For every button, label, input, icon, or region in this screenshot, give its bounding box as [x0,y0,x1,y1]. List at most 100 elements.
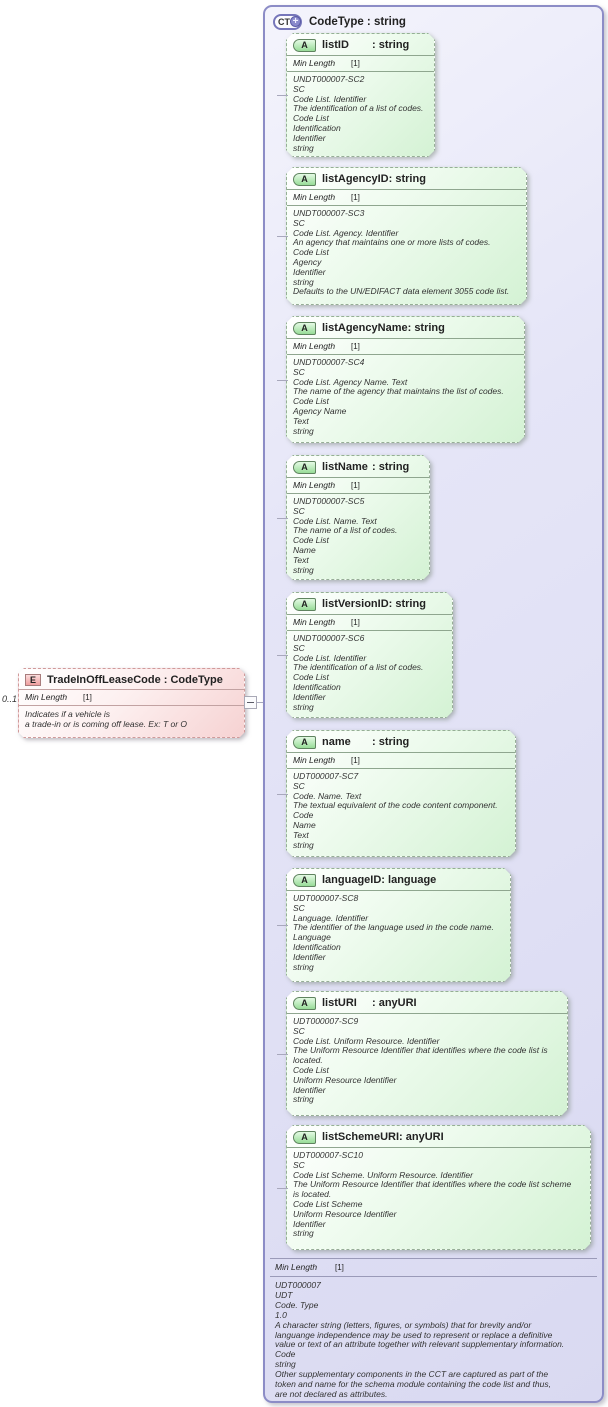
annotation-line: string [293,276,314,287]
annotation-line: Identifier [293,951,326,962]
annotation-line: Identification [293,122,341,133]
attribute-icon: A [293,322,316,335]
attribute-type: : language [381,874,437,886]
attribute-type: : string [372,39,410,51]
connector-stub [277,236,288,237]
annotation-line: Code [275,1349,296,1360]
attribute-name: name [322,736,351,748]
attribute-facet-row: Min Length [1] [287,615,452,631]
connector-stub [277,655,288,656]
annotation-line: Other supplementary components in the CC… [275,1369,549,1380]
annotation-line: located. [293,1055,323,1066]
annotation-line: Code List. Agency Name. Text [293,376,408,387]
attribute-box: A listID : string Min Length [1] UNDT000… [286,33,435,157]
attribute-node-listAgencyName[interactable]: A listAgencyName : string Min Length [1]… [286,316,525,443]
annotation-line: UDT000007-SC8 [293,893,359,903]
attribute-header: A name : string [287,731,515,753]
annotation-line: string [293,564,314,575]
annotation-line: Identification [293,941,341,952]
annotation-line: value or text of an attribute together w… [275,1339,565,1350]
attribute-header: A listURI : anyURI [287,992,567,1014]
annotation-line: string [275,1359,296,1370]
attribute-header: A listName : string [287,456,429,478]
attribute-facet-row: Min Length [1] [287,190,526,206]
annotation-line: Code. Name. Text [293,790,362,801]
attribute-node-listID[interactable]: A listID : string Min Length [1] UNDT000… [286,33,435,157]
element-node-tradeinoffleasecode[interactable]: E TradeInOffLeaseCode : CodeType Min Len… [18,668,245,738]
annotation-line: Name [293,819,316,830]
annotation-line: Agency Name [293,405,347,416]
annotation-line: UDT000007-SC7 [293,771,359,781]
annotation-line: Text [293,415,309,426]
annotation-line: Code List [293,247,329,258]
facet-value: [1] [83,693,92,702]
attribute-node-name[interactable]: A name : string Min Length [1] UDT000007… [286,730,516,857]
attribute-node-listName[interactable]: A listName : string Min Length [1] UNDT0… [286,455,430,580]
complextype-icon-text: CT [278,17,290,27]
annotation-line: token and name for the schema module con… [275,1379,551,1390]
annotation-line: Identifier [293,1218,326,1229]
attribute-icon: A [293,598,316,611]
attribute-type: : string [407,322,445,334]
attribute-name: languageID [322,874,382,886]
attribute-type: : string [388,173,426,185]
complextype-facet-row: Min Length [1] [270,1258,597,1277]
annotation-line: Code List [293,396,329,407]
annotation-line: Code List. Name. Text [293,515,377,526]
facet-label: Min Length [275,1262,318,1272]
attribute-facet-row: Min Length [1] [287,478,429,494]
attribute-type: : anyURI [372,997,417,1009]
attribute-node-listVersionID[interactable]: A listVersionID : string Min Length [1] … [286,592,453,718]
annotation-line: Language. Identifier [293,912,369,923]
annotation-line: A character string (letters, figures, or… [275,1319,532,1330]
annotation-line: The Uniform Resource Identifier that ide… [293,1179,572,1190]
attribute-name: listSchemeURI [322,1131,400,1143]
facet-label: Min Length [293,617,336,627]
annotation-line: UDT [275,1289,293,1300]
annotation-line: Identifier [293,132,326,143]
annotation-line: SC [293,780,305,791]
attribute-box: A listAgencyID : string Min Length [1] U… [286,167,527,305]
attribute-box: A name : string Min Length [1] UDT000007… [286,730,516,857]
attribute-node-listAgencyID[interactable]: A listAgencyID : string Min Length [1] U… [286,167,527,305]
collapse-handle[interactable] [244,696,257,709]
annotation-line: a trade-in or is coming off lease. Ex: T… [25,719,188,729]
annotation-line: An agency that maintains one or more lis… [293,237,491,248]
annotation-line: Code List. Identifier [293,93,367,104]
complextype-header: CT + CodeType : string [265,7,602,31]
attribute-name: listAgencyName [322,322,408,334]
annotation-line: Code List [293,1064,329,1075]
annotation-line: Code List Scheme [293,1198,363,1209]
annotation-line: is located. [293,1189,332,1200]
attribute-name: listURI [322,997,357,1009]
annotation-line: Defaults to the UN/EDIFACT data element … [293,286,510,297]
attribute-name: listName [322,461,368,473]
annotation-line: Text [293,554,309,565]
annotation-line: SC [293,1159,305,1170]
annotation-line: SC [293,1025,305,1036]
annotation-line: Language [293,932,331,943]
annotation-line: UDT000007-SC9 [293,1016,359,1026]
annotation-line: string [293,961,314,972]
attribute-header: A listSchemeURI : anyURI [287,1126,590,1148]
attribute-header: A languageID : language [287,869,510,891]
annotation-line: SC [293,505,305,516]
annotation-line: Code List [293,113,329,124]
attribute-name: listID [322,39,349,51]
attribute-icon: A [293,461,316,474]
attribute-icon: A [293,173,316,186]
element-node-wrap: E TradeInOffLeaseCode : CodeType Min Len… [18,668,245,738]
plus-icon: + [290,16,301,27]
annotation-line: SC [293,217,305,228]
complextype-node-codetype[interactable]: CT + CodeType : string A listID : string… [263,5,604,1403]
